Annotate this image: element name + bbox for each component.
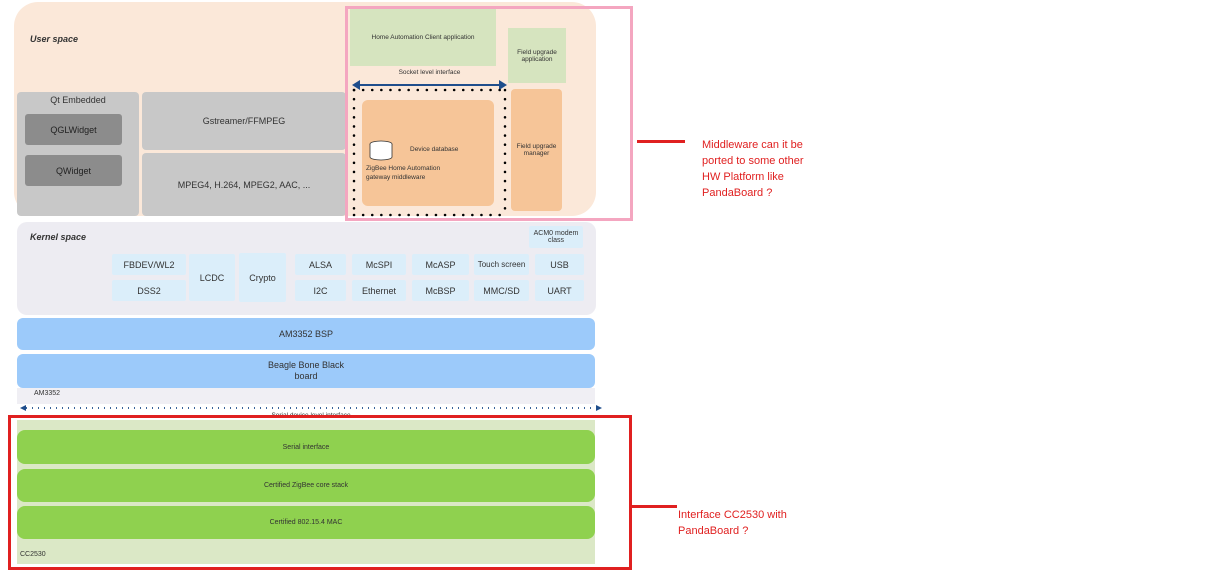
interface-annotation-line: PandaBoard ? [678, 525, 749, 537]
socket-interface-arrow [352, 80, 507, 90]
client-application-block: Home Automation Client application [350, 9, 496, 66]
middleware-annotation-line: PandaBoard ? [702, 187, 773, 199]
interface-annotation-line: Interface CC2530 with [678, 509, 787, 521]
lcdc-block: LCDC [189, 254, 235, 301]
middleware-highlight-box [345, 6, 633, 221]
mac-bar: Certified 802.15.4 MAC [17, 506, 595, 539]
kernel-space-title: Kernel space [30, 232, 87, 242]
fbdev-block: FBDEV/WL2 [112, 254, 186, 275]
mcbsp-block: McBSP [412, 280, 469, 301]
codecs-block: MPEG4, H.264, MPEG2, AAC, ... [142, 153, 346, 216]
interface-pointer-line [632, 505, 677, 508]
cc2530-label: CC2530 [20, 551, 46, 558]
middleware-dotted-border [352, 88, 507, 217]
field-upgrade-manager-block: Field upgrade manager [511, 89, 562, 211]
touch-screen-block: Touch screen [474, 254, 529, 275]
mmc-sd-block: MMC/SD [474, 280, 529, 301]
bsp-block: AM3352 BSP [17, 318, 595, 350]
ethernet-block: Ethernet [352, 280, 406, 301]
i2c-block: I2C [295, 280, 346, 301]
cc2530-highlight-box [8, 415, 632, 570]
middleware-annotation-line: HW Platform like [702, 171, 784, 183]
serial-interface-bar: Serial interface [17, 430, 595, 464]
database-icon [369, 140, 393, 161]
am3352-region [17, 388, 595, 404]
middleware-label: ZigBee Home Automation gateway middlewar… [366, 165, 441, 181]
user-space-title: User space [30, 34, 79, 44]
qwidget-block: QWidget [25, 155, 122, 186]
interface-annotation: Interface CC2530 with PandaBoard ? [678, 507, 787, 539]
middleware-pointer-line [637, 140, 685, 143]
middleware-annotation-line: ported to some other [702, 155, 804, 167]
serial-device-interface-arrow [20, 405, 602, 411]
zigbee-core-stack-bar: Certified ZigBee core stack [17, 469, 595, 502]
middleware-annotation: Middleware can it be ported to some othe… [702, 137, 804, 201]
alsa-block: ALSA [295, 254, 346, 275]
qglwidget-block: QGLWidget [25, 114, 122, 145]
crypto-block: Crypto [239, 253, 286, 302]
usb-block: USB [535, 254, 584, 275]
uart-block: UART [535, 280, 584, 301]
field-upgrade-application-block: Field upgrade application [508, 28, 566, 83]
qt-embedded-block: Qt Embedded [17, 92, 139, 216]
qt-embedded-title: Qt Embedded [50, 95, 106, 105]
board-block: Beagle Bone Black board [17, 354, 595, 388]
socket-interface-label: Socket level interface [398, 69, 461, 76]
acm0-block: ACM0 modem class [529, 226, 583, 248]
mcspi-block: McSPI [352, 254, 406, 275]
device-database-label: Device database [410, 146, 459, 153]
am3352-label: AM3352 [34, 390, 61, 397]
gstreamer-block: Gstreamer/FFMPEG [142, 92, 346, 150]
dss2-block: DSS2 [112, 280, 186, 301]
serial-device-interface-label: Serial device level interface [271, 412, 351, 416]
mcasp-block: McASP [412, 254, 469, 275]
middleware-annotation-line: Middleware can it be [702, 139, 803, 151]
